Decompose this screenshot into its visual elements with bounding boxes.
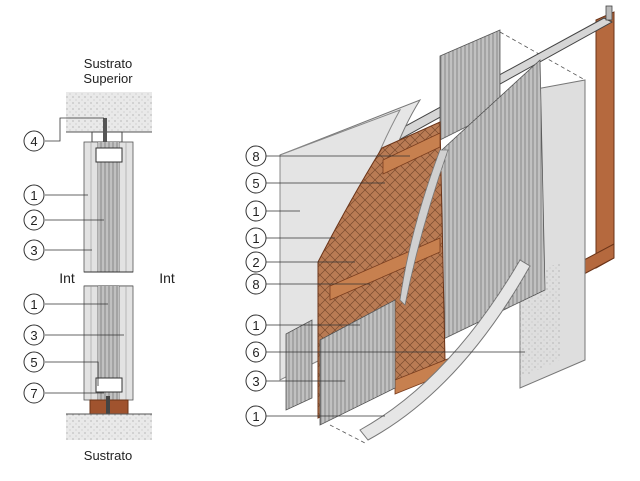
section-callout-marker: [23, 324, 45, 346]
iso-callout-number: 8: [252, 277, 260, 292]
iso-callout-marker: [245, 273, 267, 295]
section-callout-marker: [23, 130, 45, 152]
iso-callout-number: 6: [252, 345, 260, 360]
section-callout-marker: [23, 209, 45, 231]
iso-callout-number: 8: [252, 149, 260, 164]
iso-callout-marker: [245, 251, 267, 273]
side-insulation-block: [285, 319, 313, 411]
wood-frame: [595, 11, 615, 269]
iso-callout-number: 1: [252, 204, 260, 219]
section-callout-number: 2: [30, 213, 38, 228]
bottom-curved-board: [359, 259, 531, 441]
section-callout-marker: [23, 293, 45, 315]
iso-callout-marker: [245, 227, 267, 249]
section-detail: [23, 92, 152, 440]
iso-callout-marker: [245, 200, 267, 222]
iso-callout-number: 1: [252, 409, 260, 424]
iso-callout-marker: [245, 341, 267, 363]
bottom-substrate-label: Sustrato: [83, 448, 133, 463]
section-callout-marker: [23, 351, 45, 373]
section-callout-number: 1: [30, 297, 38, 312]
front-insulation: [319, 299, 396, 426]
left-int-label: Int: [59, 270, 75, 286]
section-callout-marker: [23, 184, 45, 206]
iso-callout-number: 1: [252, 231, 260, 246]
right-int-label: Int: [159, 270, 175, 286]
iso-callout-number: 5: [252, 176, 260, 191]
section-callout-marker: [23, 382, 45, 404]
iso-callout-number: 2: [252, 255, 260, 270]
top-substrate-label: Sustrato Superior: [72, 56, 144, 86]
section-callout-number: 1: [30, 188, 38, 203]
iso-callout-number: 1: [252, 318, 260, 333]
wood-blocking: [382, 132, 441, 175]
iso-callout-marker: [245, 314, 267, 336]
iso-callout-marker: [245, 405, 267, 427]
section-callout-number: 7: [30, 386, 38, 401]
section-callout-number: 5: [30, 355, 38, 370]
top-substrate-line1: Sustrato: [83, 56, 133, 71]
section-callout-number: 3: [30, 243, 38, 258]
section-callout-number: 3: [30, 328, 38, 343]
iso-callout-number: 3: [252, 374, 260, 389]
iso-callout-marker: [245, 370, 267, 392]
iso-callout-marker: [245, 172, 267, 194]
section-callout-marker: [23, 239, 45, 261]
lower-wall-section: [83, 285, 134, 401]
section-callout-number: 4: [30, 134, 38, 149]
upper-wall-section: [83, 141, 134, 273]
iso-callout-marker: [245, 145, 267, 167]
isometric-assembly: [245, 5, 615, 444]
top-substrate-line2: Superior: [83, 71, 133, 86]
